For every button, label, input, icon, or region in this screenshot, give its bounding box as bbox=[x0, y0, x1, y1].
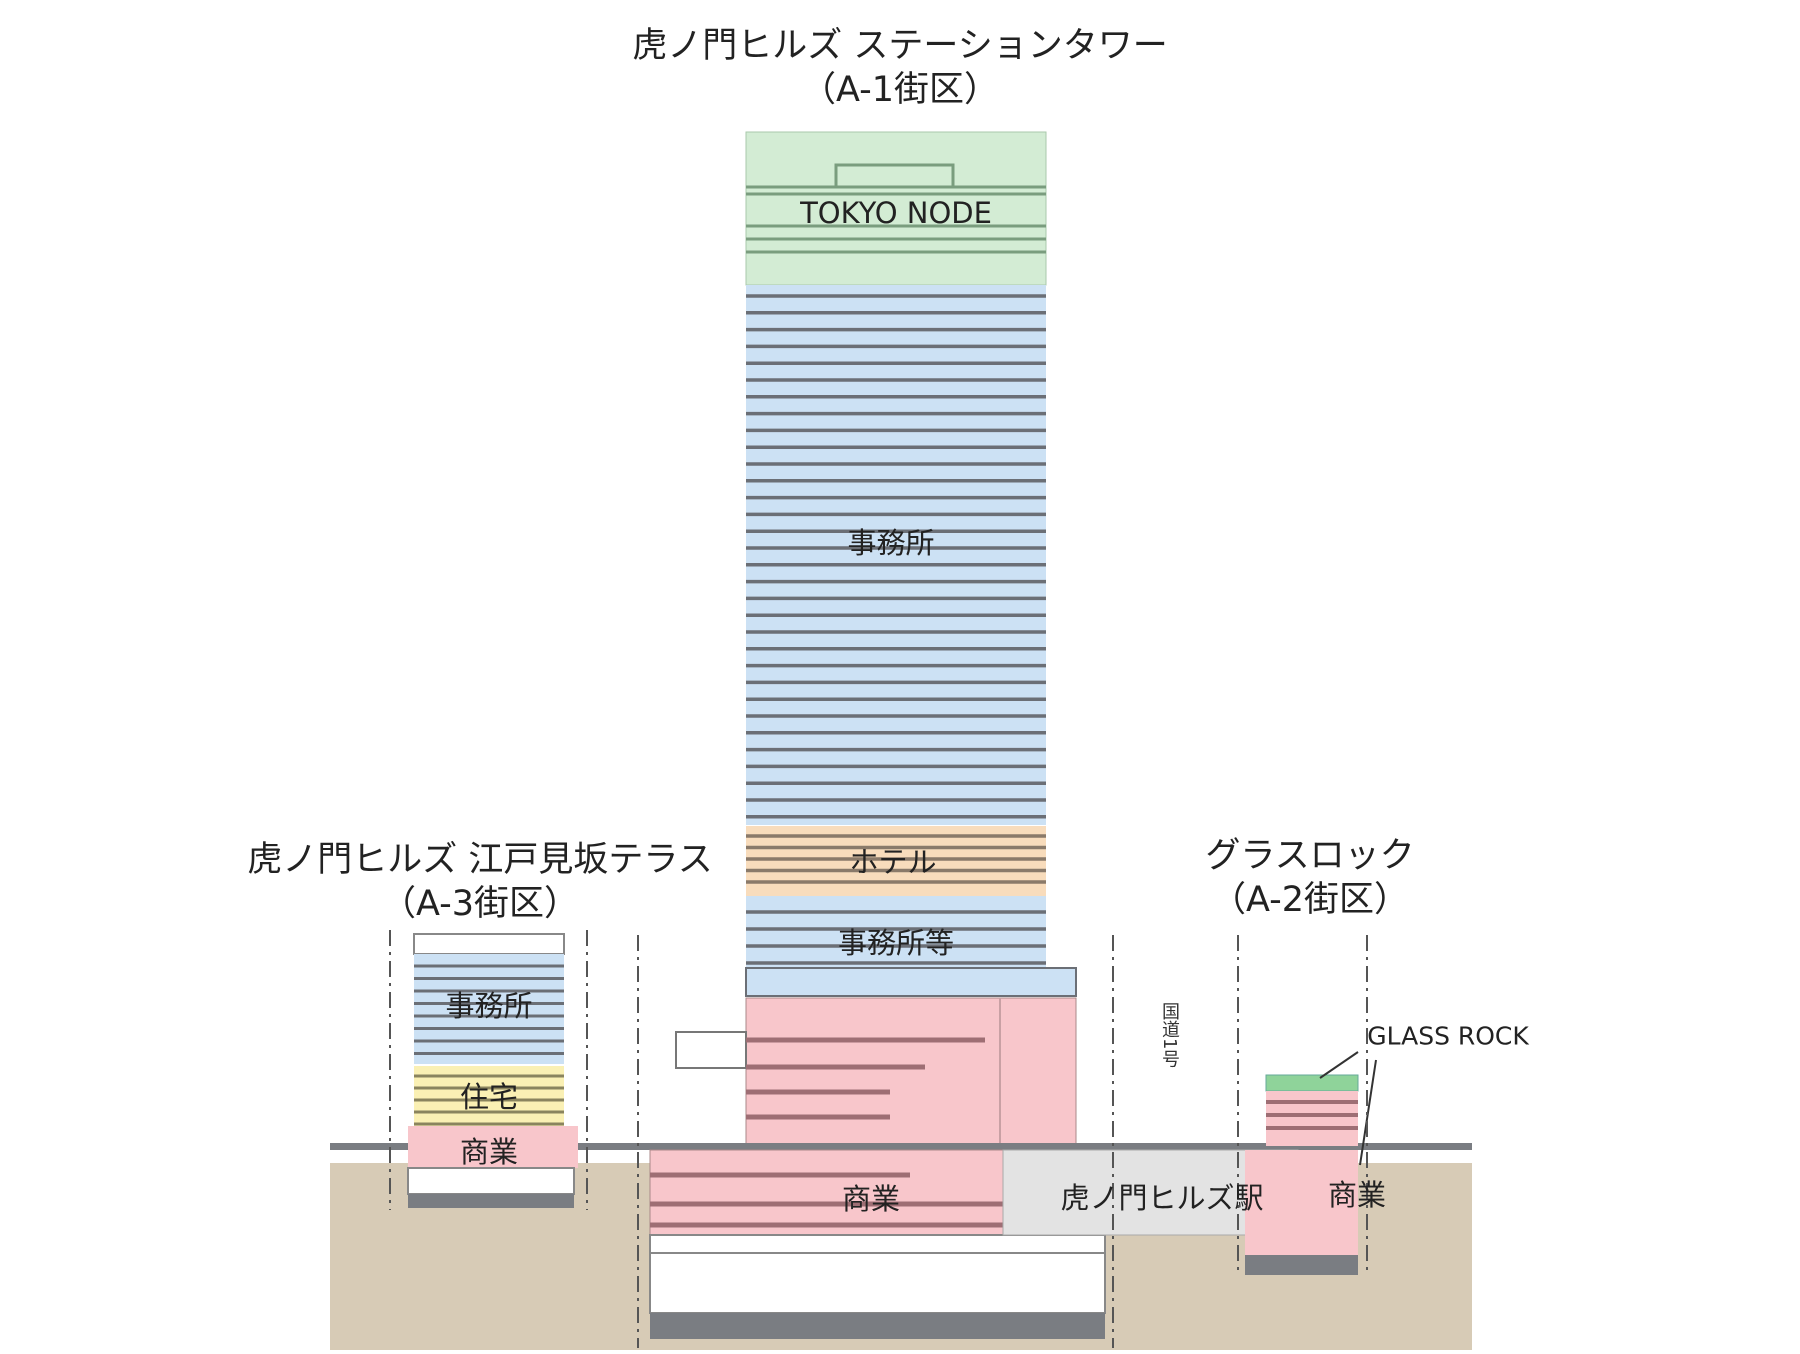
a1-title-line1: 虎ノ門ヒルズ ステーションタワー bbox=[632, 26, 1168, 66]
a2-commercial-lower bbox=[1245, 1150, 1358, 1255]
a3-residence-floor-lines bbox=[414, 1074, 564, 1126]
office-etc-block bbox=[746, 896, 1046, 968]
underground-white-2 bbox=[649, 1252, 1106, 1314]
underground-commercial-a1 bbox=[649, 1149, 1006, 1236]
route1-label: 国道1号 bbox=[1159, 1002, 1180, 1068]
commercial-a2-label: 商業 bbox=[1327, 1178, 1387, 1212]
office-a3-label: 事務所 bbox=[445, 989, 533, 1023]
a2-title: グラスロック （A-2街区） bbox=[1165, 834, 1455, 922]
office-etc-label: 事務所等 bbox=[837, 926, 955, 960]
a2-commercial-upper bbox=[1266, 1091, 1358, 1146]
underground-base bbox=[650, 1313, 1105, 1339]
commercial-a3-label: 商業 bbox=[459, 1135, 519, 1169]
office-floor-lines bbox=[746, 294, 1046, 819]
tokyo-node-block bbox=[745, 131, 1047, 286]
a3-basement-base bbox=[408, 1194, 574, 1208]
district-boundary-lines bbox=[389, 930, 1368, 1348]
glass-rock-leader-1 bbox=[1319, 1051, 1359, 1079]
tokyo-node-label: TOKYO NODE bbox=[800, 196, 992, 230]
a1-title-line2: （A-1街区） bbox=[800, 70, 1000, 110]
underground-floor-lines bbox=[650, 1172, 1003, 1228]
a3-title: 虎ノ門ヒルズ 江戸見坂テラス （A-3街区） bbox=[220, 838, 740, 926]
tokyo-node-floor-lines bbox=[746, 163, 1046, 254]
office-block-a1 bbox=[746, 285, 1046, 825]
podium-commercial bbox=[745, 997, 1077, 1146]
a3-office-block bbox=[414, 954, 564, 1064]
ground-line bbox=[330, 1143, 1472, 1150]
a1-title: 虎ノ門ヒルズ ステーションタワー （A-1街区） bbox=[600, 24, 1200, 112]
hotel-label: ホテル bbox=[849, 845, 937, 879]
a3-title-line2: （A-3街区） bbox=[380, 884, 580, 924]
station-label: 虎ノ門ヒルズ駅 bbox=[1060, 1181, 1264, 1215]
podium-floor-lines bbox=[746, 1037, 985, 1120]
a3-title-line1: 虎ノ門ヒルズ 江戸見坂テラス bbox=[247, 840, 713, 880]
podium-annex bbox=[675, 1031, 747, 1069]
office-a1-label: 事務所 bbox=[847, 526, 935, 560]
underground-white-1 bbox=[649, 1234, 1106, 1254]
a2-title-line1: グラスロック bbox=[1205, 836, 1415, 876]
a2-title-line2: （A-2街区） bbox=[1210, 880, 1410, 920]
hotel-floor-lines bbox=[746, 834, 1046, 884]
a3-top-white bbox=[413, 933, 565, 955]
office-etc-floor-lines bbox=[746, 910, 1046, 965]
commercial-a1-label: 商業 bbox=[841, 1182, 901, 1216]
a3-basement-white bbox=[407, 1167, 575, 1195]
a3-commercial-block bbox=[408, 1126, 578, 1168]
glass-rock-label: GLASS ROCK bbox=[1367, 1021, 1529, 1051]
a3-office-floor-lines bbox=[414, 964, 564, 1055]
office-etc-podium-band bbox=[745, 967, 1077, 997]
a2-roof-green bbox=[1265, 1074, 1359, 1092]
residence-label: 住宅 bbox=[459, 1080, 519, 1114]
a2-basement-base bbox=[1245, 1255, 1358, 1275]
